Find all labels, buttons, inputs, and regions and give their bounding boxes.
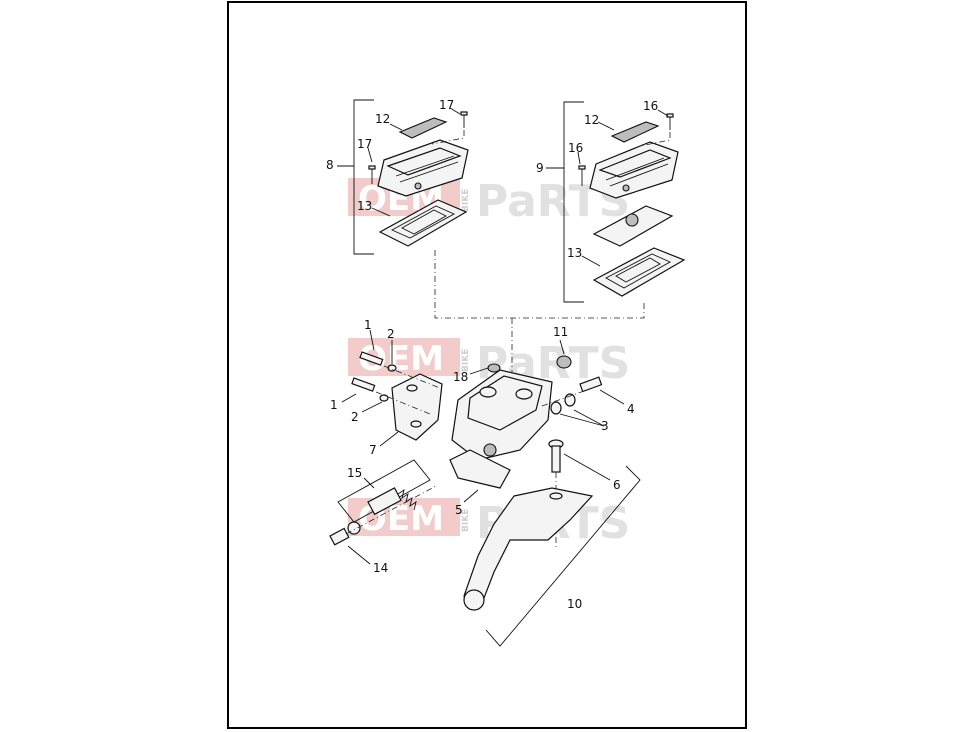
callout-13-b: 13 bbox=[567, 246, 582, 260]
callout-11: 11 bbox=[553, 325, 568, 339]
screw-17-a-left bbox=[368, 165, 376, 184]
callout-7: 7 bbox=[369, 443, 377, 457]
callout-16-b: 16 bbox=[568, 141, 583, 155]
clamp-7 bbox=[391, 373, 443, 441]
reservoir-cover-9 bbox=[589, 141, 679, 199]
svg-text:BIKE: BIKE bbox=[461, 349, 471, 372]
callout-16-a: 16 bbox=[643, 99, 658, 113]
callout-5: 5 bbox=[455, 503, 463, 517]
diagram-frame bbox=[227, 1, 747, 729]
callout-4: 4 bbox=[627, 402, 635, 416]
callout-2-a: 2 bbox=[387, 327, 395, 341]
cover-plate-12-a bbox=[398, 117, 448, 139]
clamp-screws-1 bbox=[351, 351, 384, 392]
callout-12-a: 12 bbox=[375, 112, 390, 126]
callout-15: 15 bbox=[347, 466, 362, 480]
gasket-13-a bbox=[378, 199, 468, 247]
svg-text:BIKE: BIKE bbox=[461, 509, 471, 532]
plunger-14 bbox=[329, 521, 361, 546]
washers-3 bbox=[550, 393, 576, 415]
callout-2-b: 2 bbox=[351, 410, 359, 424]
callout-14: 14 bbox=[373, 561, 388, 575]
gasket-13-b bbox=[592, 247, 686, 297]
callout-8: 8 bbox=[326, 158, 334, 172]
leader-lines bbox=[341, 107, 669, 565]
callout-18: 18 bbox=[453, 370, 468, 384]
assembly-8-bracket bbox=[337, 99, 374, 255]
callout-labels: 8 12 17 17 13 9 12 16 16 13 1 2 1 2 7 18… bbox=[326, 98, 658, 611]
callout-12-b: 12 bbox=[584, 113, 599, 127]
callout-1-a: 1 bbox=[364, 318, 372, 332]
svg-text:BIKE: BIKE bbox=[461, 189, 471, 212]
pivot-pin-6 bbox=[548, 439, 564, 473]
callout-9: 9 bbox=[536, 161, 544, 175]
callout-3: 3 bbox=[601, 419, 609, 433]
callout-13-a: 13 bbox=[357, 199, 372, 213]
screw-17-a-top bbox=[460, 111, 468, 128]
assembly-9-bracket bbox=[546, 101, 584, 303]
screw-16-b-left bbox=[578, 165, 586, 186]
callout-6: 6 bbox=[613, 478, 621, 492]
callout-17-b: 17 bbox=[357, 137, 372, 151]
screw-16-b-top bbox=[666, 113, 674, 130]
reservoir-cover-8 bbox=[377, 139, 469, 197]
callout-1-b: 1 bbox=[330, 398, 338, 412]
diaphragm-plate-9 bbox=[592, 205, 674, 247]
master-cylinder-body-5 bbox=[449, 369, 553, 489]
bleed-fitting-11 bbox=[556, 355, 572, 369]
callout-10: 10 bbox=[567, 597, 582, 611]
sight-glass-18 bbox=[487, 363, 501, 373]
brake-lever-10 bbox=[463, 487, 594, 611]
watermark-middle: OEM BIKE PaRTS bbox=[348, 338, 630, 389]
cover-plate-12-b bbox=[610, 121, 660, 143]
callout-17-a: 17 bbox=[439, 98, 454, 112]
